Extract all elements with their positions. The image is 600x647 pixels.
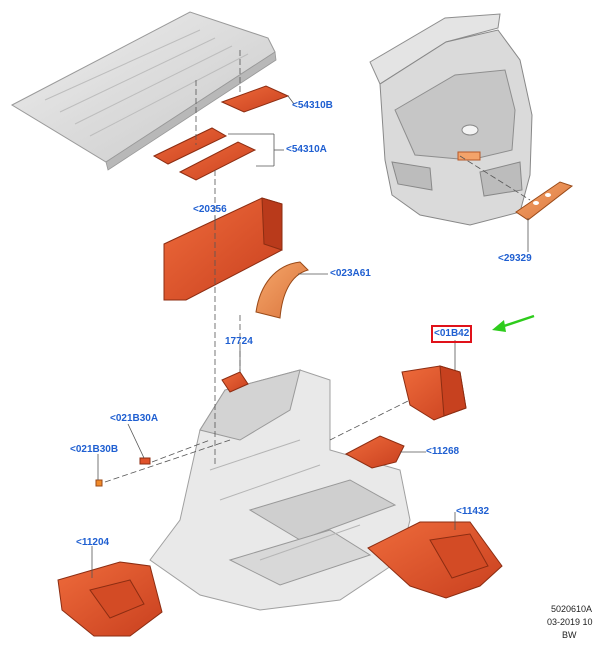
callout-54310A[interactable]: <54310A [286,144,327,155]
pad-54310A-lower [178,141,257,181]
callout-023A61[interactable]: <023A61 [330,268,371,279]
pad-20356 [163,197,283,301]
pad-54310B [220,85,290,113]
pad-01B42 [401,365,467,421]
pad-54310A-upper [152,127,228,165]
footer-date: 03-2019 10 [547,617,593,627]
liftgate [369,13,533,226]
footer-code: 5020610A [551,604,593,614]
callout-021B30B[interactable]: <021B30B [70,444,119,455]
callout-11268[interactable]: <11268 [426,446,460,457]
pad-17724 [221,371,249,393]
clip-021B30A [139,457,151,465]
underbody [149,369,411,611]
roof-panel [10,11,277,171]
callout-20356[interactable]: <20356 [193,204,227,215]
footer-initials: BW [562,630,577,640]
pad-11204 [57,561,163,637]
callout-54310B[interactable]: <54310B [292,100,333,111]
callout-11432[interactable]: <11432 [456,506,490,517]
callout-11204[interactable]: <11204 [76,537,110,548]
pad-11432 [367,521,503,599]
clip-021B30B [95,479,103,487]
callout-17724[interactable]: 17724 [225,336,253,347]
callout-29329[interactable]: <29329 [498,253,532,264]
pad-023A61 [255,261,309,319]
callout-021B30A[interactable]: <021B30A [110,413,159,424]
green-arrow-icon [492,314,535,332]
pad-29329 [515,181,574,221]
callout-01B42-highlighted[interactable]: <01B42 [430,325,473,343]
leader-lines [91,50,531,578]
pad-11268 [344,435,405,469]
